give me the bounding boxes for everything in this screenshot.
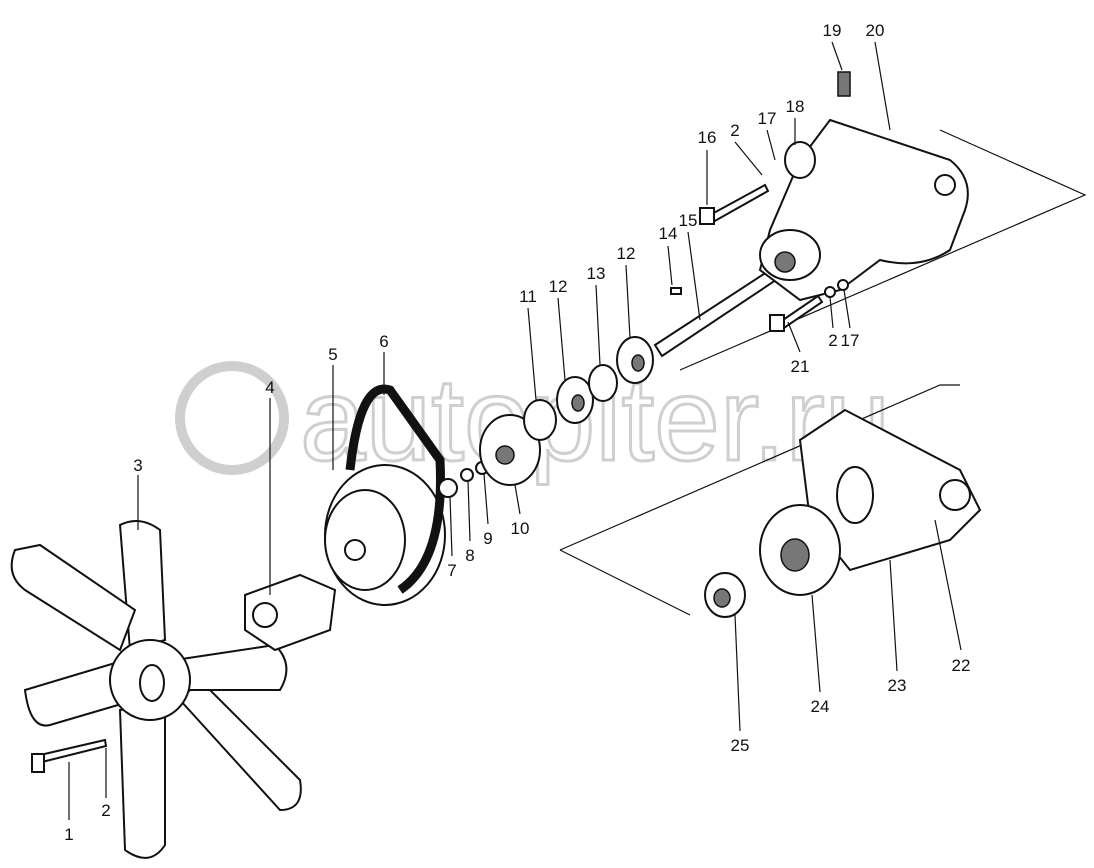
callout-4: 4 [265,378,274,397]
callout-24: 24 [811,697,830,716]
bolt-head [699,207,715,225]
assembly-frame-lines [559,129,1087,616]
water-pump-housing [758,118,969,302]
key [670,287,682,295]
bolt-head [31,753,45,773]
callout-6: 6 [379,332,388,351]
callout-25: 25 [731,736,750,755]
callout-22: 22 [952,656,971,675]
callout-8: 8 [465,546,474,565]
callout-12a: 12 [549,277,568,296]
callout-2-right: 2 [828,331,837,350]
spacer-sleeve [588,364,618,402]
callout-23: 23 [888,676,907,695]
callout-labels: 1 2 3 4 5 6 7 8 9 10 11 12 12 13 14 15 1… [64,21,970,844]
spacer [244,573,337,652]
belt [345,384,445,594]
callout-7: 7 [447,561,456,580]
callout-18: 18 [786,97,805,116]
callout-2-top: 2 [730,121,739,140]
callout-9: 9 [483,529,492,548]
bolt [38,738,108,764]
bolt [708,183,770,224]
pulley [324,464,446,606]
callout-20: 20 [866,21,885,40]
callout-19: 19 [823,21,842,40]
callout-11: 11 [519,287,537,306]
fan-assembly [10,520,302,859]
callout-1: 1 [64,825,73,844]
callout-2: 2 [101,801,110,820]
callout-17-top: 17 [758,109,777,128]
nut [438,478,458,498]
callout-10: 10 [511,519,530,538]
callout-17-right: 17 [841,331,860,350]
callout-5: 5 [328,345,337,364]
callout-13: 13 [587,264,606,283]
callout-12b: 12 [617,244,636,263]
callout-21: 21 [791,357,810,376]
callout-3: 3 [133,456,142,475]
callout-15: 15 [679,211,698,230]
washer [460,468,474,482]
callout-14: 14 [659,224,678,243]
callout-16: 16 [698,128,717,147]
snap-ring [523,399,557,441]
shaft [653,268,778,358]
leader-lines [68,41,962,820]
temperature-sensor [837,71,851,97]
